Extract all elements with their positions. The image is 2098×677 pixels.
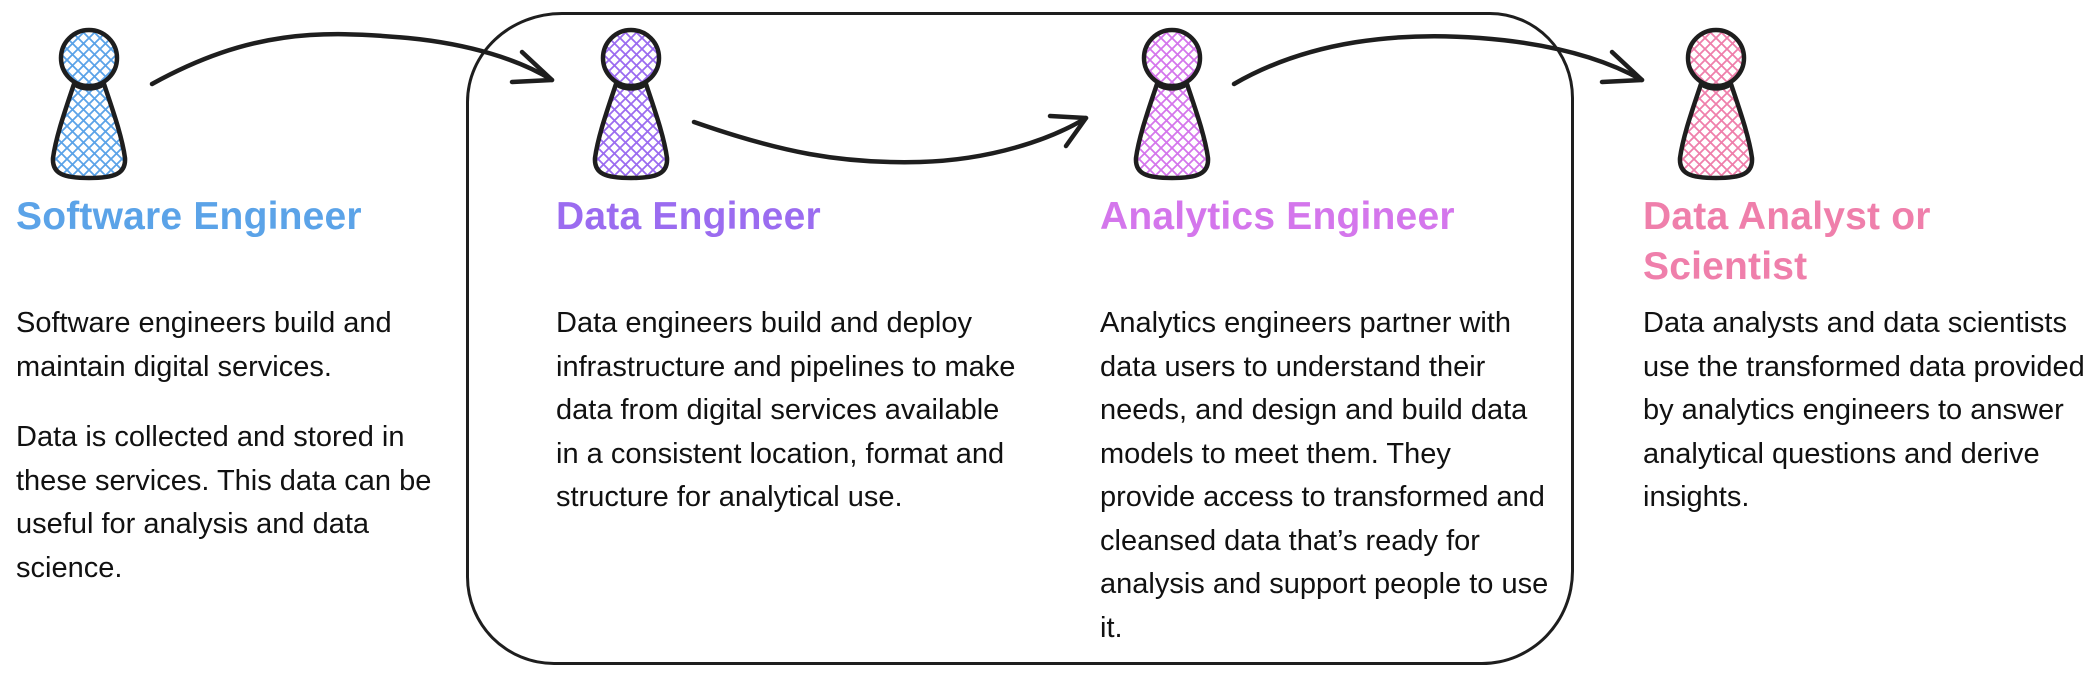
description-paragraph: Analytics engineers partner with data us… (1100, 307, 1549, 644)
role-title: Data Analyst or Scientist (1643, 195, 1931, 288)
description-paragraph: Data analysts and data scientists use th… (1643, 307, 2085, 513)
role-title: Data Engineer (556, 195, 821, 238)
person-icon (576, 16, 686, 184)
role-description: Data engineers build and deploy infrastr… (556, 302, 1016, 547)
person-icon (1117, 16, 1227, 184)
description-paragraph: Data is collected and stored in these se… (16, 421, 432, 584)
role-title: Software Engineer (16, 195, 362, 238)
description-paragraph: Software engineers build and maintain di… (16, 307, 392, 383)
role-description: Software engineers build and maintain di… (16, 302, 466, 617)
role-description: Analytics engineers partner with data us… (1100, 302, 1550, 677)
role-description: Data analysts and data scientists use th… (1643, 302, 2088, 547)
person-icon (1661, 16, 1771, 184)
engineering-group-frame (466, 12, 1574, 665)
role-title: Analytics Engineer (1100, 195, 1455, 238)
person-icon (34, 16, 144, 184)
description-paragraph: Data engineers build and deploy infrastr… (556, 307, 1016, 513)
